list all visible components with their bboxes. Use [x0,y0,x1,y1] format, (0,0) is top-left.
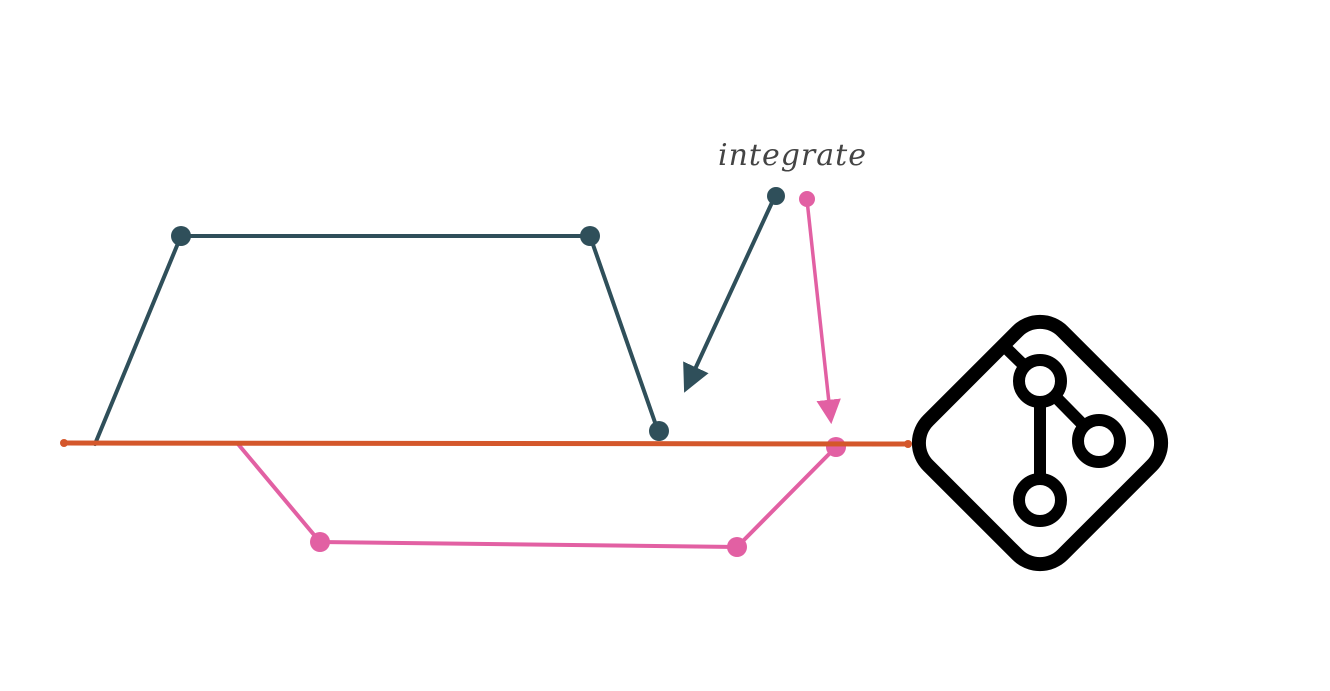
mainline-line [61,440,911,447]
integrate-annotation: integrate [683,138,867,425]
git-logo-node-side [1072,414,1126,468]
lower-branch-commit-2 [727,537,747,557]
integrate-label: integrate [718,138,867,173]
upper-branch-commit-1 [171,226,191,246]
mainline-start-dot [60,439,68,447]
integrate-arrow-pink [805,198,841,425]
git-logo-node-bottom [1013,473,1067,527]
lower-branch-commit-1 [310,532,330,552]
integrate-dark-dot [767,187,785,205]
lower-branch [236,437,846,557]
upper-branch-line [93,234,660,446]
upper-branch-merge-commit [649,421,669,441]
git-logo-diamond [911,314,1169,572]
mainline-end-dot [904,440,912,448]
upper-branch-commit-2 [580,226,600,246]
upper-branch [93,226,669,446]
git-logo-icon [911,314,1169,572]
integrate-arrow-dark [683,194,777,393]
git-logo-node-top [1013,354,1067,408]
integrate-pink-dot [799,191,815,207]
lower-branch-merge-commit [826,437,846,457]
mainline [60,439,912,448]
lower-branch-line [236,442,838,549]
